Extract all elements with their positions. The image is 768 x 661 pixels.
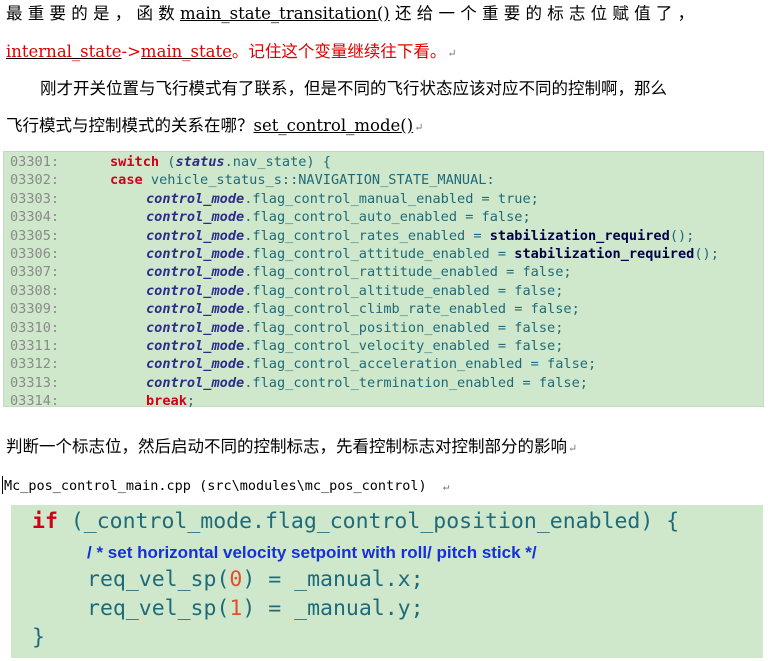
var-main-state: main_state: [140, 42, 232, 61]
paragraph-3: 判断一个标志位，然后启动不同的控制标志，先看控制标志对控制部分的影响↵: [6, 435, 577, 461]
line-number: 03301:: [10, 154, 60, 170]
return-mark-icon: ↵: [568, 442, 578, 455]
code-text: control_mode.flag_control_velocity_enabl…: [146, 337, 563, 355]
code-token: ();: [669, 227, 695, 244]
code-text: control_mode.flag_control_position_enabl…: [146, 319, 563, 337]
line-number: 03304:: [10, 209, 60, 226]
paragraph-1-line-1: 最 重 要 的 是 ， 函 数 main_state_transitation(…: [6, 2, 694, 26]
code-token: .flag_control_rattitude_enabled = false;: [244, 264, 572, 281]
paragraph-1-line-2: internal_state->main_state。记住这个变量继续往下看。↵: [6, 40, 457, 66]
code-text: control_mode.flag_control_manual_enabled…: [146, 190, 539, 208]
code-text: control_mode.flag_control_auto_enabled =…: [146, 208, 531, 226]
para2-question: 飞行模式与控制模式的关系在哪？: [6, 116, 254, 135]
code-token: stabilization_required: [489, 227, 670, 244]
line-number: 03305:: [10, 227, 60, 244]
code-token: case: [110, 172, 143, 189]
code-text: switch (status.nav_state) {: [110, 153, 331, 171]
line-number: 03312:: [10, 356, 60, 373]
code-token: .flag_control_velocity_enabled = false;: [244, 338, 564, 354]
line-number: 03306:: [10, 246, 60, 262]
code-text: break;: [146, 392, 195, 410]
line-number: 03314:: [10, 393, 60, 410]
line-number: 03310:: [10, 319, 60, 336]
line-number: 03308:: [10, 282, 60, 299]
assign-x-lhs: req_vel_sp(: [87, 567, 230, 592]
file-path-line: Mc_pos_control_main.cpp (src\modules\mc_…: [2, 476, 450, 494]
code2-assign-x: req_vel_sp(0) = _manual.x;: [87, 567, 424, 592]
code-text: control_mode.flag_control_climb_rate_ena…: [146, 300, 580, 318]
code-token: control_mode: [146, 227, 245, 244]
code2-close-brace: }: [32, 625, 45, 650]
if-condition: (_control_mode.flag_control_position_ena…: [57, 509, 680, 534]
return-mark-icon: ↵: [414, 121, 424, 134]
para3-text: 判断一个标志位，然后启动不同的控制标志，先看控制标志对控制部分的影响: [6, 437, 567, 456]
index-0: 0: [229, 567, 243, 592]
code-token: .flag_control_altitude_enabled = false;: [244, 282, 564, 299]
para1-prefix: 最 重 要 的 是 ， 函 数: [6, 4, 180, 23]
code-token: .flag_control_manual_enabled = true;: [244, 190, 539, 207]
code-token: .flag_control_acceleration_enabled = fal…: [244, 356, 597, 373]
code-listing-set-control-mode: 03301: switch (status.nav_state) { 03302: c…: [3, 151, 764, 410]
code-token: .flag_control_rates_enabled =: [244, 227, 490, 244]
paragraph-2-line-2: 飞行模式与控制模式的关系在哪？set_control_mode()↵: [6, 114, 423, 140]
para1-suffix: 还 给 一 个 重 要 的 标 志 位 赋 值 了 ，: [389, 4, 695, 23]
arrow-operator: ->: [121, 42, 141, 61]
return-mark-icon: ↵: [442, 480, 450, 493]
code-token: .nav_state) {: [224, 154, 331, 170]
code-listing-position-control: if (_control_mode.flag_control_position_…: [11, 505, 763, 658]
keyword-if: if: [32, 509, 58, 534]
line-number: 03311:: [10, 338, 60, 354]
code-text: control_mode.flag_control_acceleration_e…: [146, 355, 596, 373]
code-token: control_mode: [146, 282, 245, 299]
code-token: break: [146, 393, 187, 410]
line-number: 03309:: [10, 301, 60, 318]
code-token: switch: [110, 154, 160, 170]
code-token: control_mode: [146, 338, 245, 354]
func-name-set-control-mode: set_control_mode(): [253, 116, 414, 135]
code-token: stabilization_required: [514, 246, 695, 262]
code-token: control_mode: [146, 209, 245, 226]
code-token: (: [159, 154, 176, 170]
code-text: control_mode.flag_control_termination_en…: [146, 374, 588, 392]
line-number: 03302:: [10, 172, 60, 189]
code-token: control_mode: [146, 190, 245, 207]
code2-if-line: if (_control_mode.flag_control_position_…: [32, 509, 679, 534]
code2-assign-y: req_vel_sp(1) = _manual.y;: [87, 596, 424, 621]
code-token: control_mode: [146, 246, 245, 262]
code-token: status: [175, 154, 225, 170]
line-number: 03313:: [10, 374, 60, 391]
code-token: control_mode: [146, 301, 245, 318]
index-1: 1: [229, 596, 243, 621]
file-path-text: Mc_pos_control_main.cpp (src\modules\mc_…: [4, 478, 427, 494]
para1-note: 。记住这个变量继续往下看。: [231, 42, 447, 61]
paragraph-2-line-1: 刚才开关位置与飞行模式有了联系，但是不同的飞行状态应该对应不同的控制啊，那么: [40, 79, 667, 98]
func-name-main-state-transitation: main_state_transitation(): [179, 4, 390, 23]
assign-y-rhs: ) = _manual.y;: [242, 596, 424, 621]
code-token: .flag_control_climb_rate_enabled = false…: [244, 301, 580, 318]
code-token: control_mode: [146, 356, 245, 373]
line-number: 03307:: [10, 264, 60, 281]
code-token: control_mode: [146, 319, 245, 336]
assign-y-lhs: req_vel_sp(: [87, 596, 230, 621]
code-text: control_mode.flag_control_rates_enabled …: [146, 227, 694, 245]
code-text: control_mode.flag_control_altitude_enabl…: [146, 282, 563, 300]
code-token: control_mode: [146, 374, 245, 391]
code-text: control_mode.flag_control_rattitude_enab…: [146, 263, 572, 281]
code-token: control_mode: [146, 264, 245, 281]
code2-comment: / * set horizontal velocity setpoint wit…: [87, 543, 537, 562]
var-internal-state: internal_state: [6, 42, 122, 61]
code-token: .flag_control_termination_enabled = fals…: [244, 374, 588, 391]
code-token: .flag_control_auto_enabled = false;: [244, 209, 531, 226]
code-token: ();: [694, 246, 719, 262]
code-text: case vehicle_status_s::NAVIGATION_STATE_…: [110, 171, 495, 189]
return-mark-icon: ↵: [447, 47, 457, 60]
code-token: .flag_control_attitude_enabled =: [244, 246, 515, 262]
assign-x-rhs: ) = _manual.x;: [242, 567, 424, 592]
left-border-mark: [2, 476, 3, 494]
line-number: 03303:: [10, 190, 60, 207]
code-text: control_mode.flag_control_attitude_enabl…: [146, 245, 719, 263]
code-token: ;: [186, 393, 196, 410]
code-token: vehicle_status_s::NAVIGATION_STATE_MANUA…: [142, 172, 495, 189]
code-token: .flag_control_position_enabled = false;: [244, 319, 564, 336]
